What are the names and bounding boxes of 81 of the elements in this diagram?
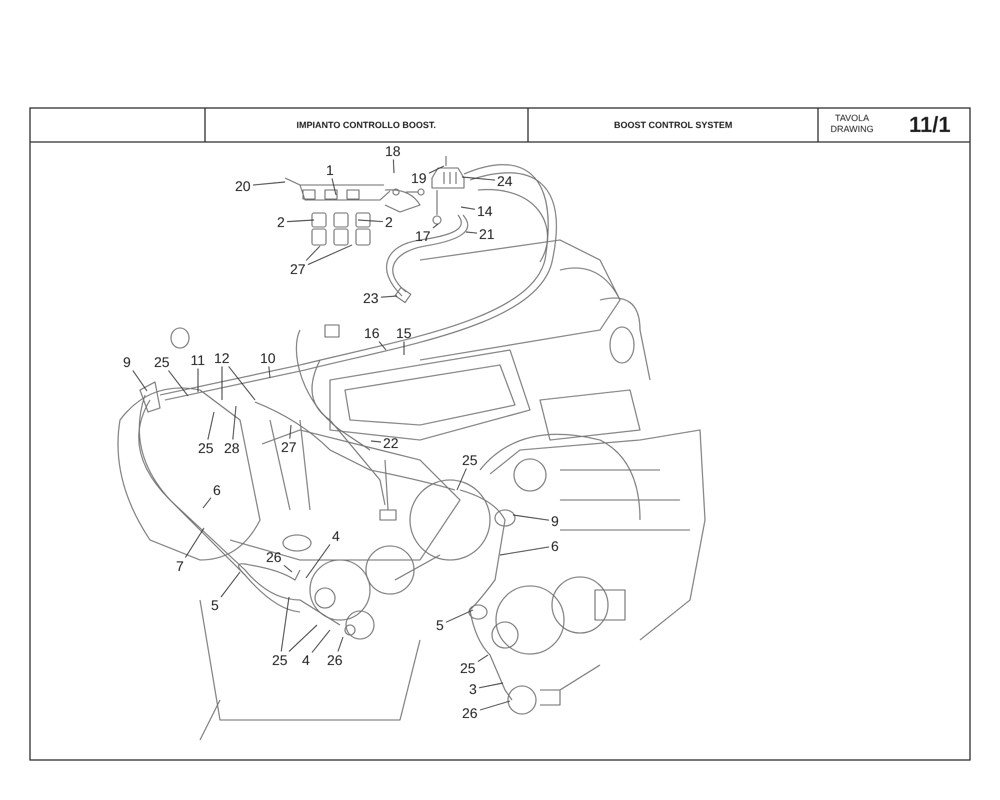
leader-line [446,610,474,623]
callout-number: 25 [461,452,479,468]
leader-line [462,176,496,181]
leader-line [478,682,504,688]
leader-line [432,224,438,228]
callout-number: 27 [289,262,307,276]
leader-line [220,572,240,598]
leader-line [370,440,382,442]
leader-line [284,564,292,572]
leader-line [466,232,478,234]
callout-number: 20 [234,178,252,194]
callout-number: 9 [550,514,560,528]
leader-line [378,341,386,350]
callout-number: 21 [478,226,496,242]
callout-number: 25 [459,660,477,676]
leader-line [380,296,398,298]
callout-number: 4 [331,528,341,544]
callout-number: 4 [301,652,311,668]
callout-number: 17 [414,228,432,244]
drawing-number: 11/1 [909,112,951,138]
leader-line [478,654,488,662]
leader-line [288,624,318,652]
leader-line [332,178,336,196]
callout-number: 24 [496,174,514,188]
callout-number: 3 [468,682,478,696]
leader-line [338,636,344,652]
callout-number: 6 [550,538,560,554]
leader-line [289,424,292,439]
callout-number: 25 [197,440,215,456]
callout-number: 2 [276,214,286,230]
leader-line [306,544,330,578]
callout-number: 11 [190,352,206,368]
leader-line [308,244,352,265]
callout-number: 16 [363,326,381,340]
callout-number: 26 [461,706,479,720]
callout-number: 25 [271,652,289,668]
callout-number: 19 [410,170,428,186]
leader-line [228,366,256,400]
callout-number: 15 [395,326,413,340]
callout-number: 28 [223,440,241,456]
callout-number: 22 [382,436,400,450]
leader-line [460,206,476,210]
callout-number: 2 [384,214,394,230]
callout-number: 23 [362,290,380,306]
callout-number: 5 [435,618,445,632]
callout-number: 14 [476,204,494,218]
leader-line [207,412,214,440]
callout-number: 27 [280,440,298,454]
leader-line [392,159,394,174]
callout-number: 1 [325,162,335,178]
callout-number: 12 [213,350,231,366]
drawing-title: IMPIANTO CONTROLLO BOOST. [296,120,436,130]
callout-number: 26 [326,652,344,668]
leader-line [456,468,467,490]
leader-line [184,528,204,558]
leader-line [306,246,320,261]
drawing-label: TAVOLA [835,113,870,123]
leader-line [500,546,550,556]
leader-line [286,220,314,222]
leader-line [358,220,384,222]
leader-line [312,630,330,653]
callout-number: 6 [212,482,222,498]
callout-number: 9 [122,354,132,370]
drawing-title: BOOST CONTROL SYSTEM [614,120,732,130]
callout-number: 5 [210,598,220,612]
callout-number: 18 [384,144,402,158]
drawing-label: DRAWING [830,124,874,134]
leader-line [132,370,148,392]
leader-line [280,596,290,652]
leader-line [202,497,212,508]
leader-line [480,700,510,710]
callout-number: 10 [259,350,277,366]
leader-line [268,366,270,378]
leader-line [512,514,550,521]
leader-line [428,166,444,174]
callout-number: 26 [265,550,283,564]
leader-line [252,182,286,186]
callout-number: 7 [175,558,185,574]
callout-number: 25 [153,354,171,370]
leader-line [232,406,236,440]
leader-line [168,370,188,396]
